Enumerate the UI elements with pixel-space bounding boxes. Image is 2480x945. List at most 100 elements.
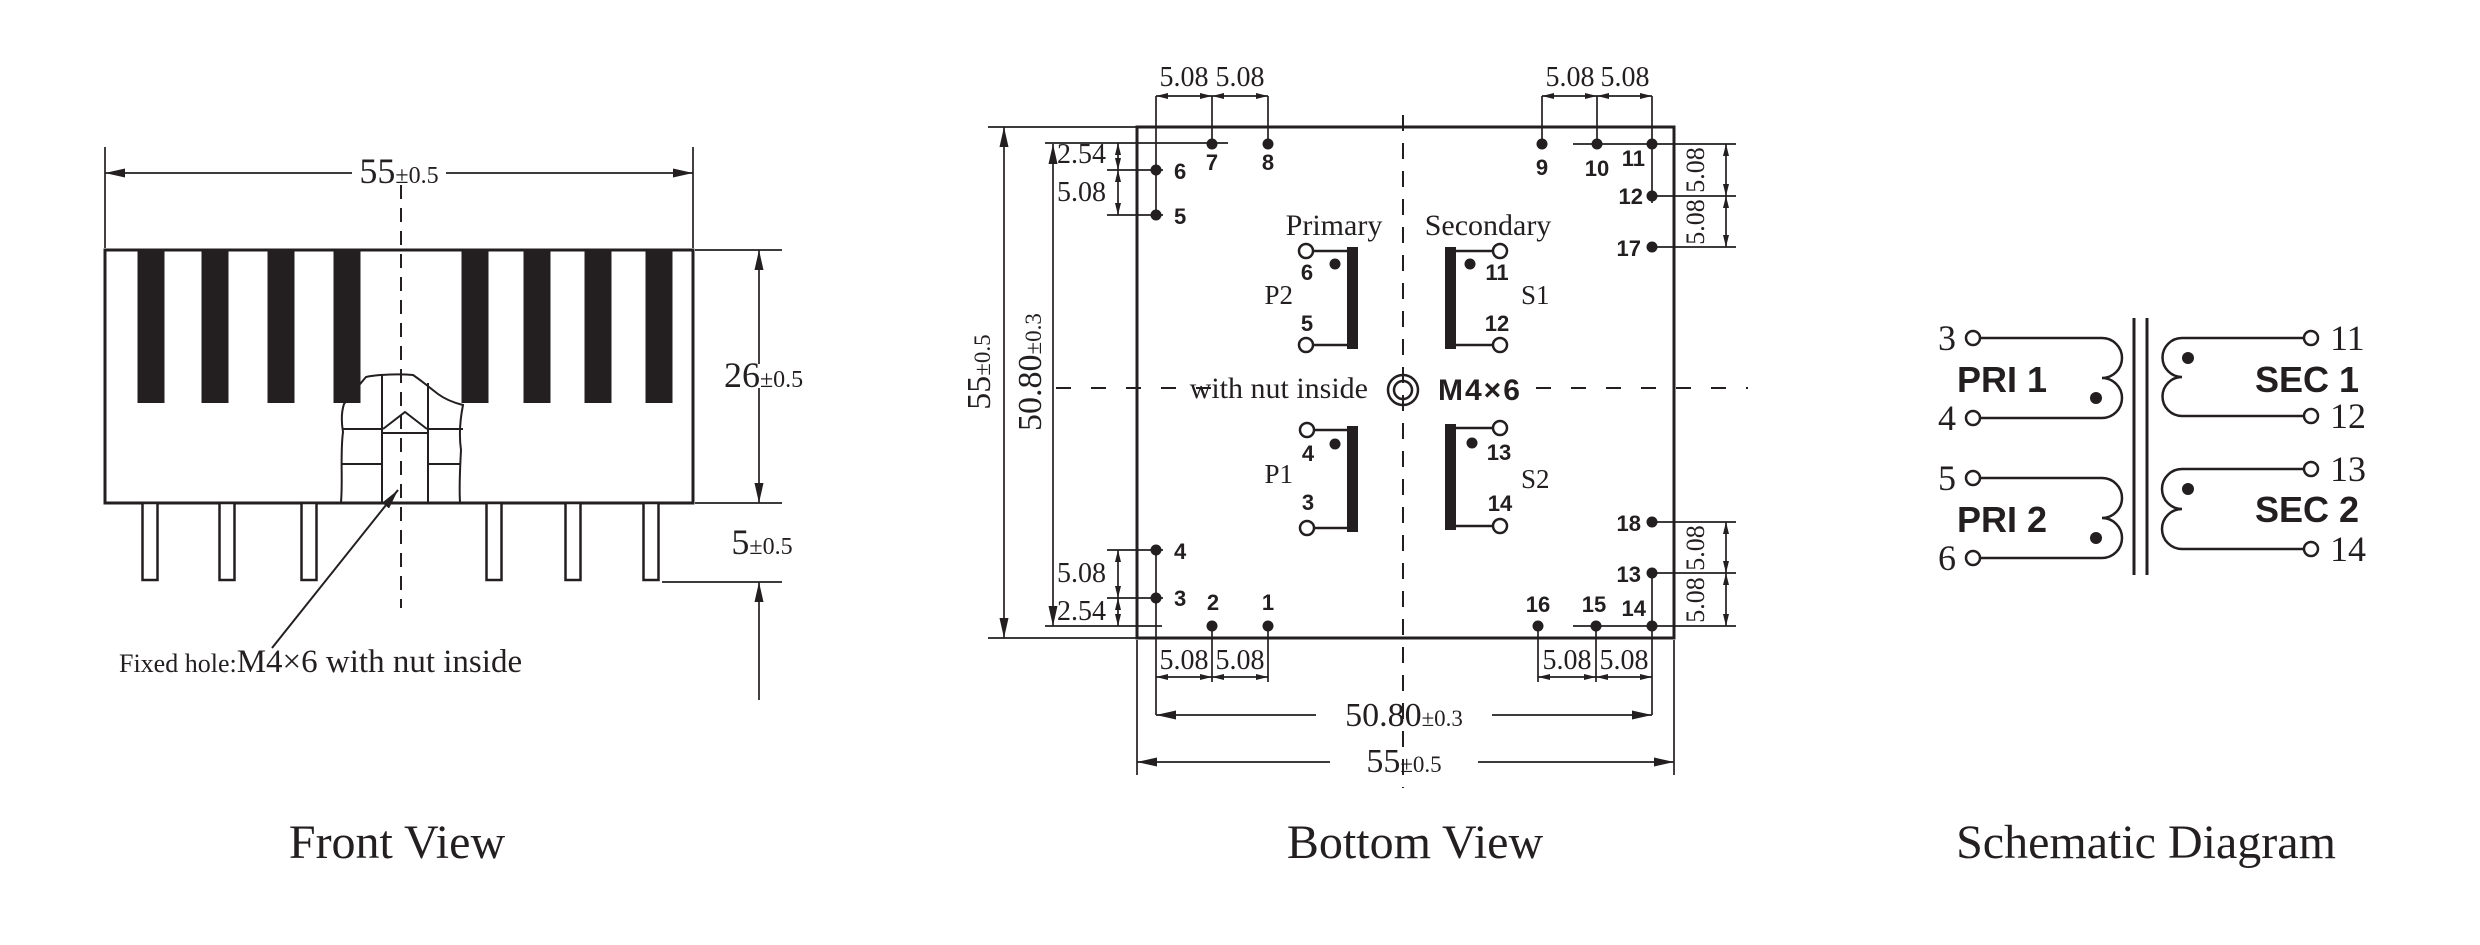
terminal-circle xyxy=(2302,460,2320,478)
front-body-outline xyxy=(103,248,695,505)
terminal-circle xyxy=(2302,540,2320,558)
dim-pitch-rotated: 5.08 xyxy=(1681,199,1710,245)
terminal-circle xyxy=(1964,469,1982,487)
pin-dot-10 xyxy=(1591,138,1603,150)
front-pin xyxy=(485,501,503,582)
bottom-view-caption: Bottom View xyxy=(1287,816,1544,869)
winding-pin: 13 xyxy=(1487,440,1511,465)
dim-pitch: 5.08 xyxy=(1600,645,1649,676)
bottom-grid-dim-vertical: 50.80±0.3 xyxy=(1012,313,1049,431)
terminal-circle xyxy=(1491,419,1509,437)
pin-dot-4 xyxy=(1150,544,1162,556)
coil-name: PRI 2 xyxy=(1957,499,2047,540)
pin-dot-2 xyxy=(1206,620,1218,632)
front-view-caption: Front View xyxy=(289,816,506,869)
polarity-dot xyxy=(1329,258,1341,270)
winding-P2: 6 5 P2 xyxy=(1264,242,1358,354)
dim-pitch-rotated: 5.08 xyxy=(1681,525,1710,571)
terminal-circle xyxy=(1964,329,1982,347)
polarity-dot xyxy=(2090,392,2102,404)
polarity-dot xyxy=(2182,352,2194,364)
pin-dot-17 xyxy=(1646,241,1658,253)
front-vent-stripes xyxy=(137,250,673,403)
dim-pitch: 5.08 xyxy=(1057,558,1106,589)
coil-bumps xyxy=(2160,467,2183,551)
terminal-circle xyxy=(2302,329,2320,347)
coil-pri2: 5 6 PRI 2 xyxy=(1938,458,2124,578)
pin-label-2: 2 xyxy=(1207,590,1219,615)
fixed-hole-sketch xyxy=(340,373,465,503)
dim-pitch-rotated: 5.08 xyxy=(1681,577,1710,623)
pin-label-16: 16 xyxy=(1526,592,1550,617)
pin-dot-3 xyxy=(1150,592,1162,604)
front-pin-length-dimension: 5±0.5 xyxy=(731,522,792,562)
bottom-pin-dots xyxy=(1150,138,1658,632)
coil-name: SEC 1 xyxy=(2255,359,2359,400)
bottom-dim-arrow-lines xyxy=(999,93,1729,767)
bottom-pin-labels: 1 2 3 4 5 6 7 8 9 10 11 12 13 14 15 16 1… xyxy=(1174,146,1647,621)
winding-pin: 3 xyxy=(1302,490,1314,515)
dim-pitch: 5.08 xyxy=(1160,645,1209,676)
pin-label-9: 9 xyxy=(1536,155,1548,180)
terminal-circle xyxy=(1491,517,1509,535)
winding-name: S2 xyxy=(1521,464,1550,494)
terminal-circle xyxy=(1298,519,1316,537)
nut-hole-icon xyxy=(1386,373,1420,407)
dim-half-pitch: 2.54 xyxy=(1057,139,1106,170)
terminal-circle xyxy=(1964,549,1982,567)
pin-dot-11 xyxy=(1646,138,1658,150)
front-dim-lines xyxy=(104,147,782,700)
dim-pitch: 5.08 xyxy=(1546,62,1595,93)
bottom-body-outline xyxy=(1135,125,1676,640)
winding-pin: 4 xyxy=(1302,441,1315,466)
polarity-dot xyxy=(2090,532,2102,544)
nut-hole-icon-inner xyxy=(1392,379,1414,401)
pin-dot-1 xyxy=(1262,620,1274,632)
winding-P1: 4 3 P1 xyxy=(1264,421,1358,537)
winding-S2: 13 14 S2 xyxy=(1445,419,1550,535)
pin-dot-12 xyxy=(1646,190,1658,202)
terminal-circle xyxy=(1964,409,1982,427)
dim-pitch: 5.08 xyxy=(1543,645,1592,676)
pin-dot-7 xyxy=(1206,138,1218,150)
pin-label-10: 10 xyxy=(1585,156,1609,181)
winding-name: P1 xyxy=(1264,459,1293,489)
pin-label-8: 8 xyxy=(1262,150,1274,175)
screw-spec-label: M4×6 xyxy=(1438,374,1522,407)
coil-pri1: 3 4 PRI 1 xyxy=(1938,318,2124,438)
dim-pitch: 5.08 xyxy=(1160,62,1209,93)
coil-bumps xyxy=(2161,336,2183,418)
terminal-circle xyxy=(1491,336,1509,354)
front-view: 55±0.5 26±0.5 5±0.5 Fixed hole:M4×6 with… xyxy=(103,147,803,869)
polarity-dot xyxy=(1466,437,1478,449)
front-height-dimension: 26±0.5 xyxy=(724,355,803,395)
winding-pin: 11 xyxy=(1485,260,1508,285)
pin-label-13: 13 xyxy=(1617,562,1641,587)
front-pin xyxy=(300,501,318,582)
coil-sec2: 13 14 SEC 2 xyxy=(2160,449,2366,569)
front-pin xyxy=(141,501,159,582)
front-pin xyxy=(218,501,236,582)
front-pin xyxy=(642,501,660,582)
terminal-number: 14 xyxy=(2330,529,2366,569)
dim-pitch: 5.08 xyxy=(1216,645,1265,676)
pin-label-11: 11 xyxy=(1622,146,1645,171)
terminal-number: 3 xyxy=(1938,318,1956,358)
terminal-circle xyxy=(1491,242,1509,260)
dim-half-pitch: 2.54 xyxy=(1057,596,1106,627)
terminal-circle xyxy=(1297,336,1315,354)
winding-name: P2 xyxy=(1264,280,1293,310)
pin-dot-5 xyxy=(1150,209,1162,221)
pin-dot-6 xyxy=(1150,164,1162,176)
nut-note-label: with nut inside xyxy=(1190,372,1368,405)
primary-label: Primary xyxy=(1286,209,1383,242)
coil-sec1: 11 12 SEC 1 xyxy=(2161,318,2366,436)
polarity-dot xyxy=(1464,258,1476,270)
pin-label-17: 17 xyxy=(1617,236,1641,261)
pin-dot-16 xyxy=(1532,620,1544,632)
pin-dot-8 xyxy=(1262,138,1274,150)
coil-bumps xyxy=(2101,336,2124,420)
front-pins xyxy=(141,501,660,582)
